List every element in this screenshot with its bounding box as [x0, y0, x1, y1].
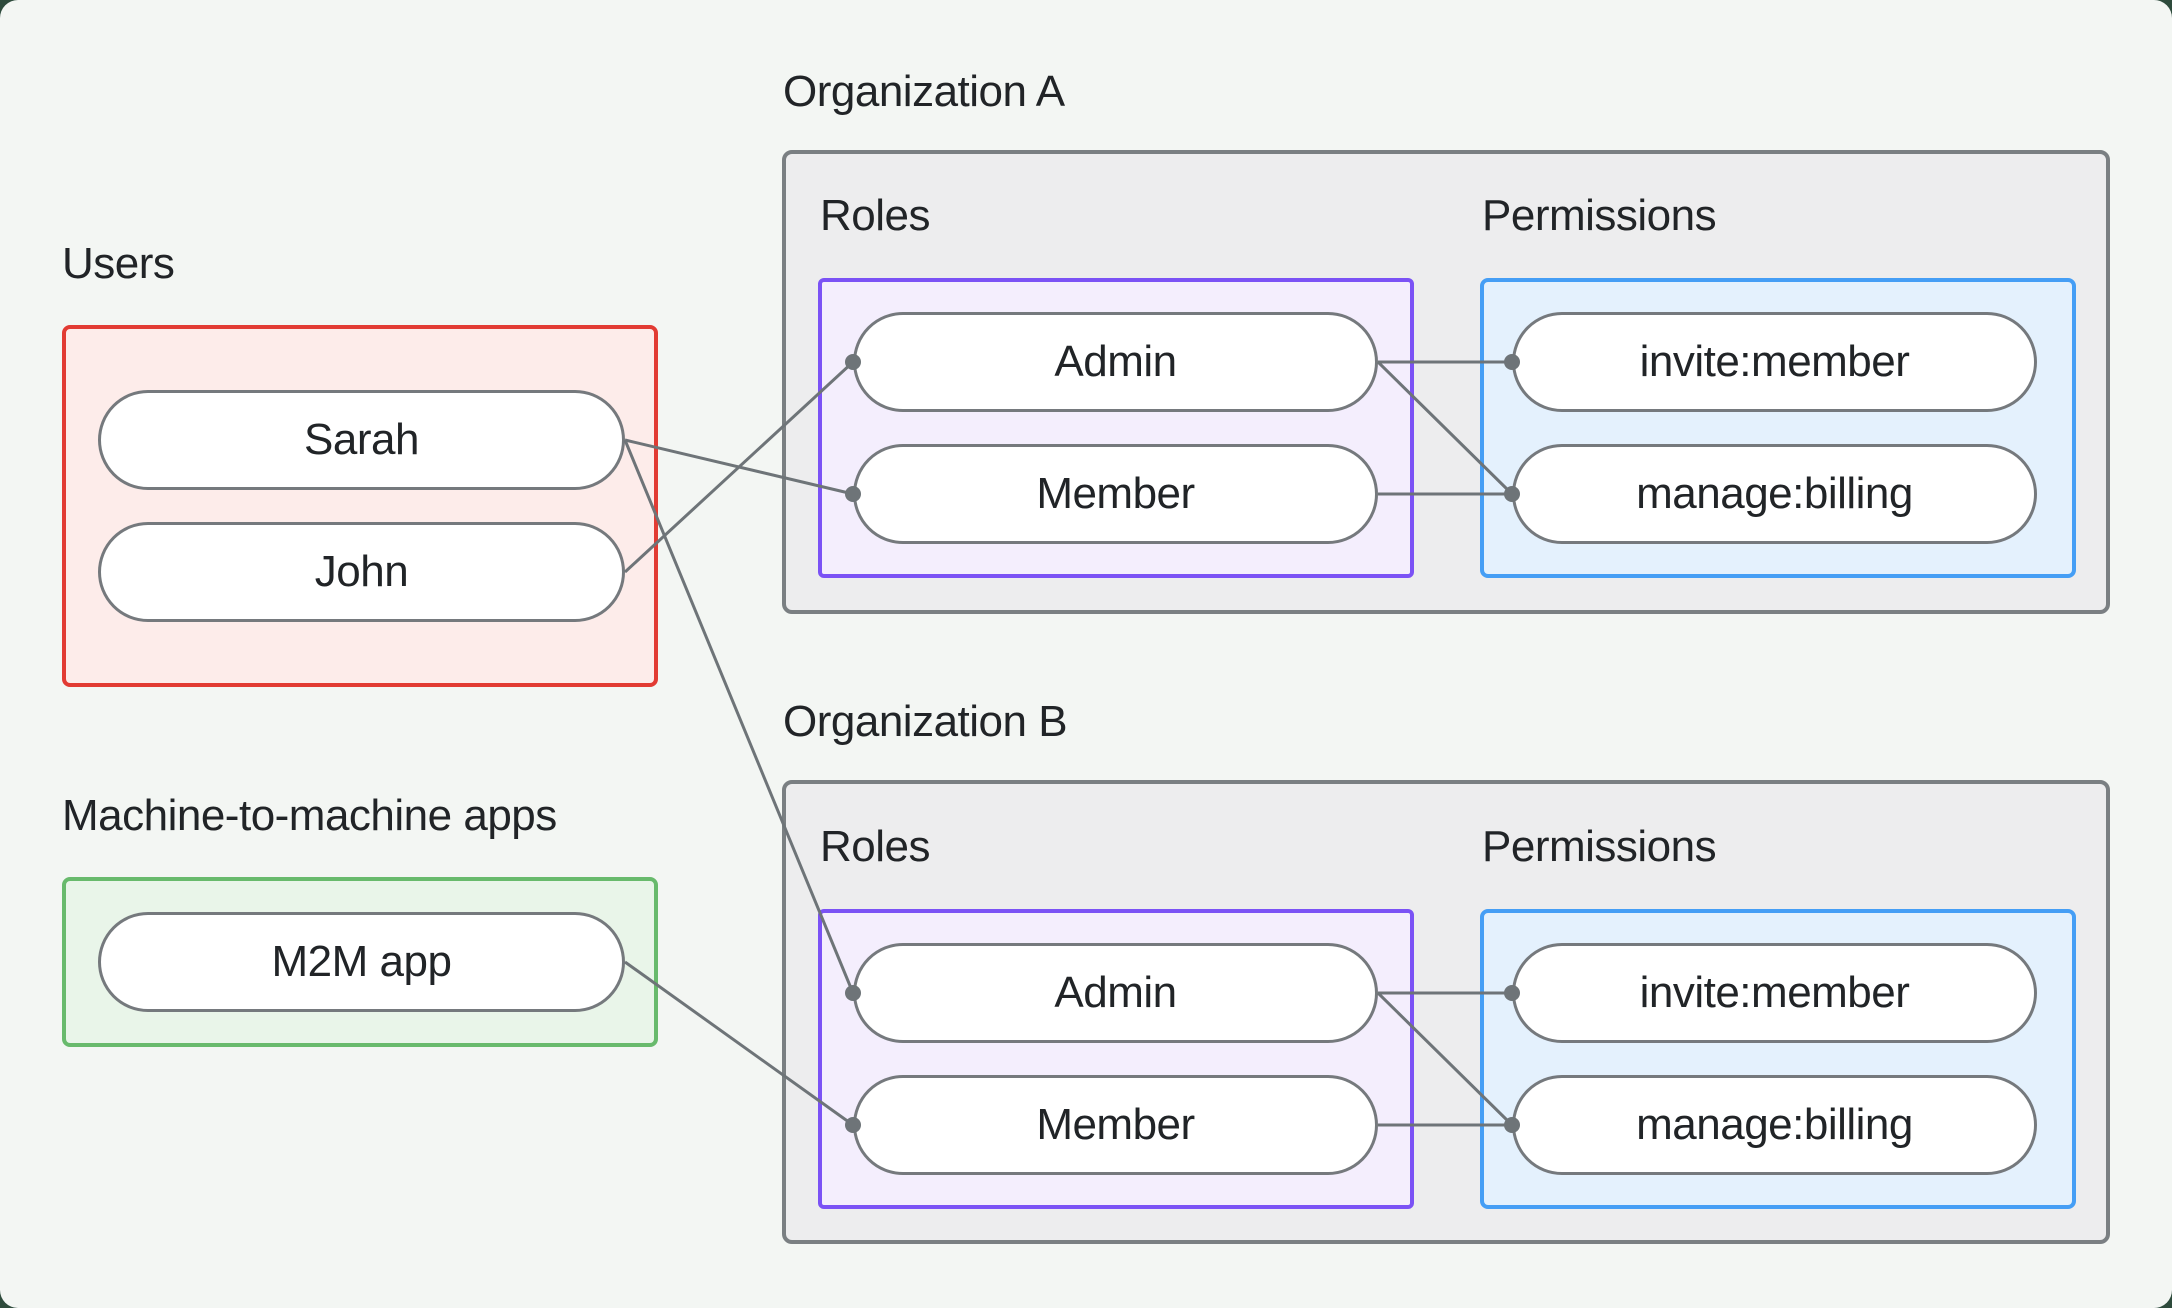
organization-b-permissions-label: Permissions — [1482, 822, 1717, 871]
org-a-permission-invite-member-pill: invite:member — [1512, 312, 2037, 412]
org-b-permission-manage-billing-pill: manage:billing — [1512, 1075, 2037, 1175]
org-b-role-member-pill: Member — [853, 1075, 1378, 1175]
org-a-role-member-pill: Member — [853, 444, 1378, 544]
users-group-box — [62, 325, 658, 687]
organization-a-roles-label: Roles — [820, 191, 931, 240]
org-a-role-admin-pill: Admin — [853, 312, 1378, 412]
user-pill-sarah: Sarah — [98, 390, 625, 490]
organization-b-title: Organization B — [783, 697, 1068, 746]
organization-a-title: Organization A — [783, 67, 1065, 116]
m2m-group-label: Machine-to-machine apps — [62, 791, 557, 840]
org-b-role-admin-pill: Admin — [853, 943, 1378, 1043]
org-b-permission-invite-member-pill: invite:member — [1512, 943, 2037, 1043]
user-pill-john: John — [98, 522, 625, 622]
organization-a-permissions-label: Permissions — [1482, 191, 1717, 240]
organization-b-roles-label: Roles — [820, 822, 931, 871]
users-group-label: Users — [62, 239, 175, 288]
m2m-app-pill: M2M app — [98, 912, 625, 1012]
org-a-permission-manage-billing-pill: manage:billing — [1512, 444, 2037, 544]
